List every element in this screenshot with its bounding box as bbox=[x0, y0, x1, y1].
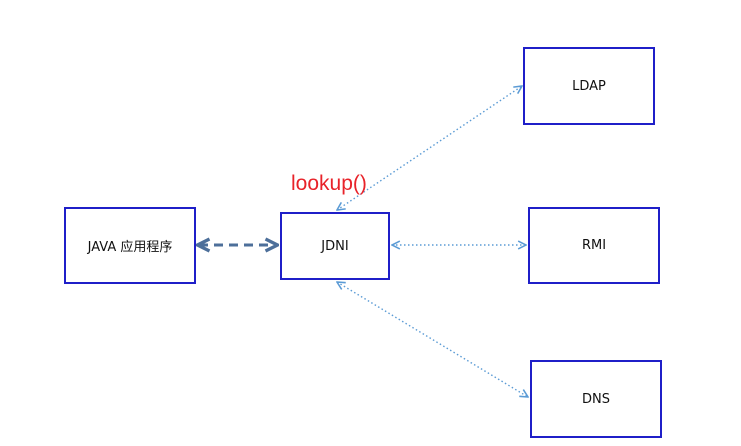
java-application-box: JAVA 应用程序 bbox=[64, 207, 196, 284]
jndi-ldap-arrow bbox=[337, 86, 522, 210]
dns-box: DNS bbox=[530, 360, 662, 438]
jndi-label: JDNI bbox=[321, 238, 349, 254]
rmi-box: RMI bbox=[528, 207, 660, 284]
ldap-box: LDAP bbox=[523, 47, 655, 125]
rmi-label: RMI bbox=[581, 238, 607, 253]
lookup-call-label: lookup() bbox=[291, 172, 367, 195]
jndi-box: JDNI bbox=[280, 212, 390, 280]
dns-label: DNS bbox=[582, 391, 610, 407]
java-application-label: JAVA 应用程序 bbox=[87, 240, 173, 255]
jndi-dns-arrow bbox=[337, 282, 528, 397]
ldap-label: LDAP bbox=[572, 78, 606, 94]
